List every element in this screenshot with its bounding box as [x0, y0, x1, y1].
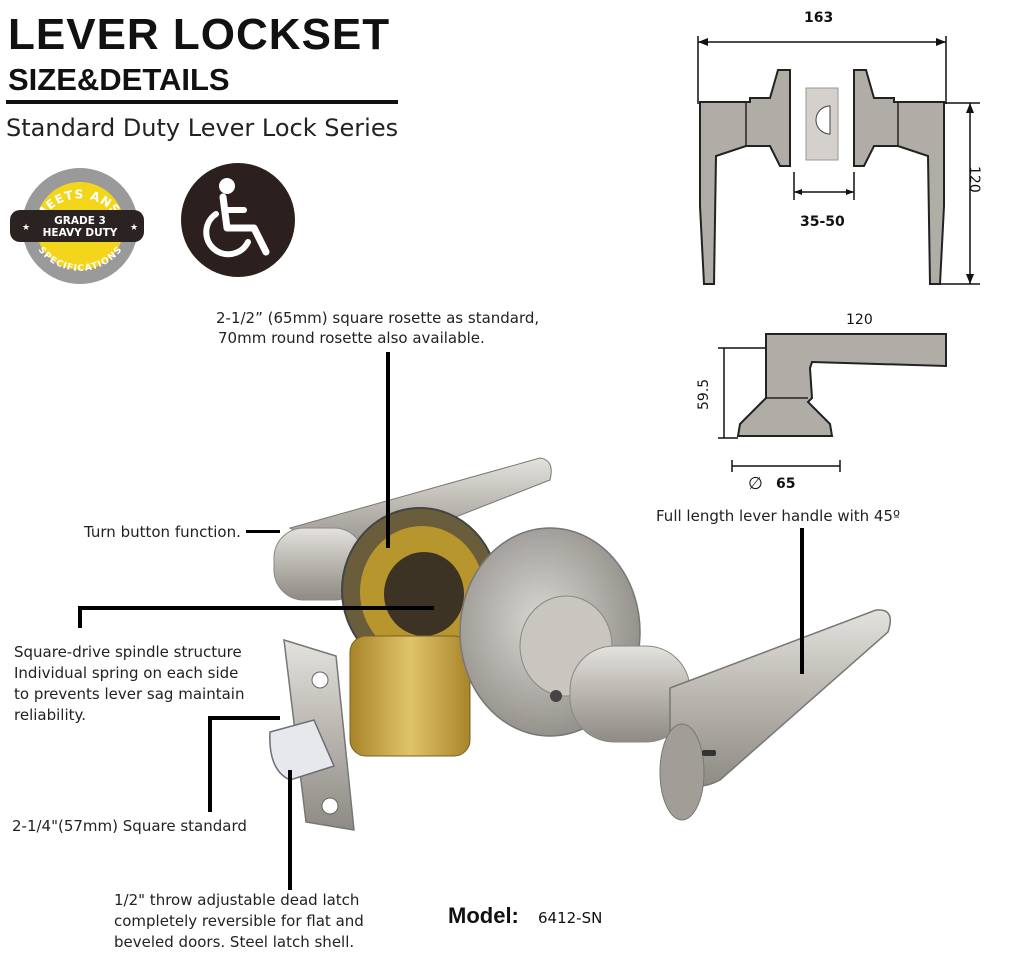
leader-line-latch: [288, 770, 292, 890]
spindle-callout-line4: reliability.: [14, 706, 87, 724]
model-label: Model:: [448, 903, 519, 928]
leader-line-spindle: [78, 606, 434, 610]
side-length-label: 120: [846, 312, 873, 328]
leader-line-turn-button: [246, 530, 280, 533]
front-height-label: 120: [966, 166, 982, 193]
latch-callout-line1: 1/2" throw adjustable dead latch: [114, 891, 360, 909]
spindle-callout-line1: Square-drive spindle structure: [14, 643, 242, 661]
badge-grade-text: GRADE 3: [54, 215, 106, 227]
front-view-drawing: [697, 36, 980, 285]
leader-line-spindle-drop: [78, 606, 82, 628]
title-divider: [6, 100, 398, 104]
turn-button-slot: [702, 750, 716, 756]
right-lever-profile: [853, 69, 945, 285]
spindle-callout-line2: Individual spring on each side: [14, 664, 239, 682]
star-icon: ★: [22, 223, 30, 233]
badge-ribbon: [10, 210, 144, 242]
lever-side-profile: [736, 333, 947, 437]
series-name: Standard Duty Lever Lock Series: [6, 114, 399, 142]
backset-label: 35-50: [800, 214, 845, 230]
dead-latch-bolt: [269, 719, 336, 781]
turn-button-callout: Turn button function.: [84, 523, 241, 541]
spring-housing: [384, 552, 464, 636]
left-lever-profile: [699, 69, 791, 285]
leader-line-square-drop: [208, 716, 212, 812]
wheelchair-icon: [181, 163, 295, 277]
badge-duty-text: HEAVY DUTY: [43, 227, 118, 239]
spindle-callout-line3: to prevents lever sag maintain: [14, 685, 245, 703]
rosette-callout-line1: 2-1/2” (65mm) square rosette as standard…: [216, 309, 540, 327]
front-width-label: 163: [804, 10, 834, 26]
diameter-symbol: ∅: [748, 474, 763, 494]
leader-line-lever: [800, 528, 804, 674]
lockset-illustration: [269, 457, 891, 831]
latch-callout-line3: beveled doors. Steel latch shell.: [114, 933, 355, 951]
lever-handle-callout: Full length lever handle with 45º: [656, 507, 901, 525]
ansi-badge: MEETS ANSI SPECIFICATIONS GRADE 3 HEAVY …: [10, 168, 144, 284]
square-standard-callout: 2-1/4"(57mm) Square standard: [12, 817, 247, 835]
side-height-label: 59.5: [696, 378, 712, 410]
model-number: 6412-SN: [538, 909, 603, 927]
star-icon: ★: [130, 223, 138, 233]
leader-line-rosette: [386, 352, 390, 548]
side-view-drawing: [718, 333, 947, 472]
rosette-diameter-label: 65: [776, 476, 796, 492]
rosette-callout-line2: 70mm round rosette also available.: [218, 329, 485, 347]
page-subtitle: SIZE&DETAILS: [8, 62, 230, 97]
leader-line-square: [208, 716, 280, 720]
brass-latch-tube: [349, 635, 471, 757]
page-title: LEVER LOCKSET: [8, 10, 391, 59]
latch-callout-line2: completely reversible for flat and: [114, 912, 364, 930]
